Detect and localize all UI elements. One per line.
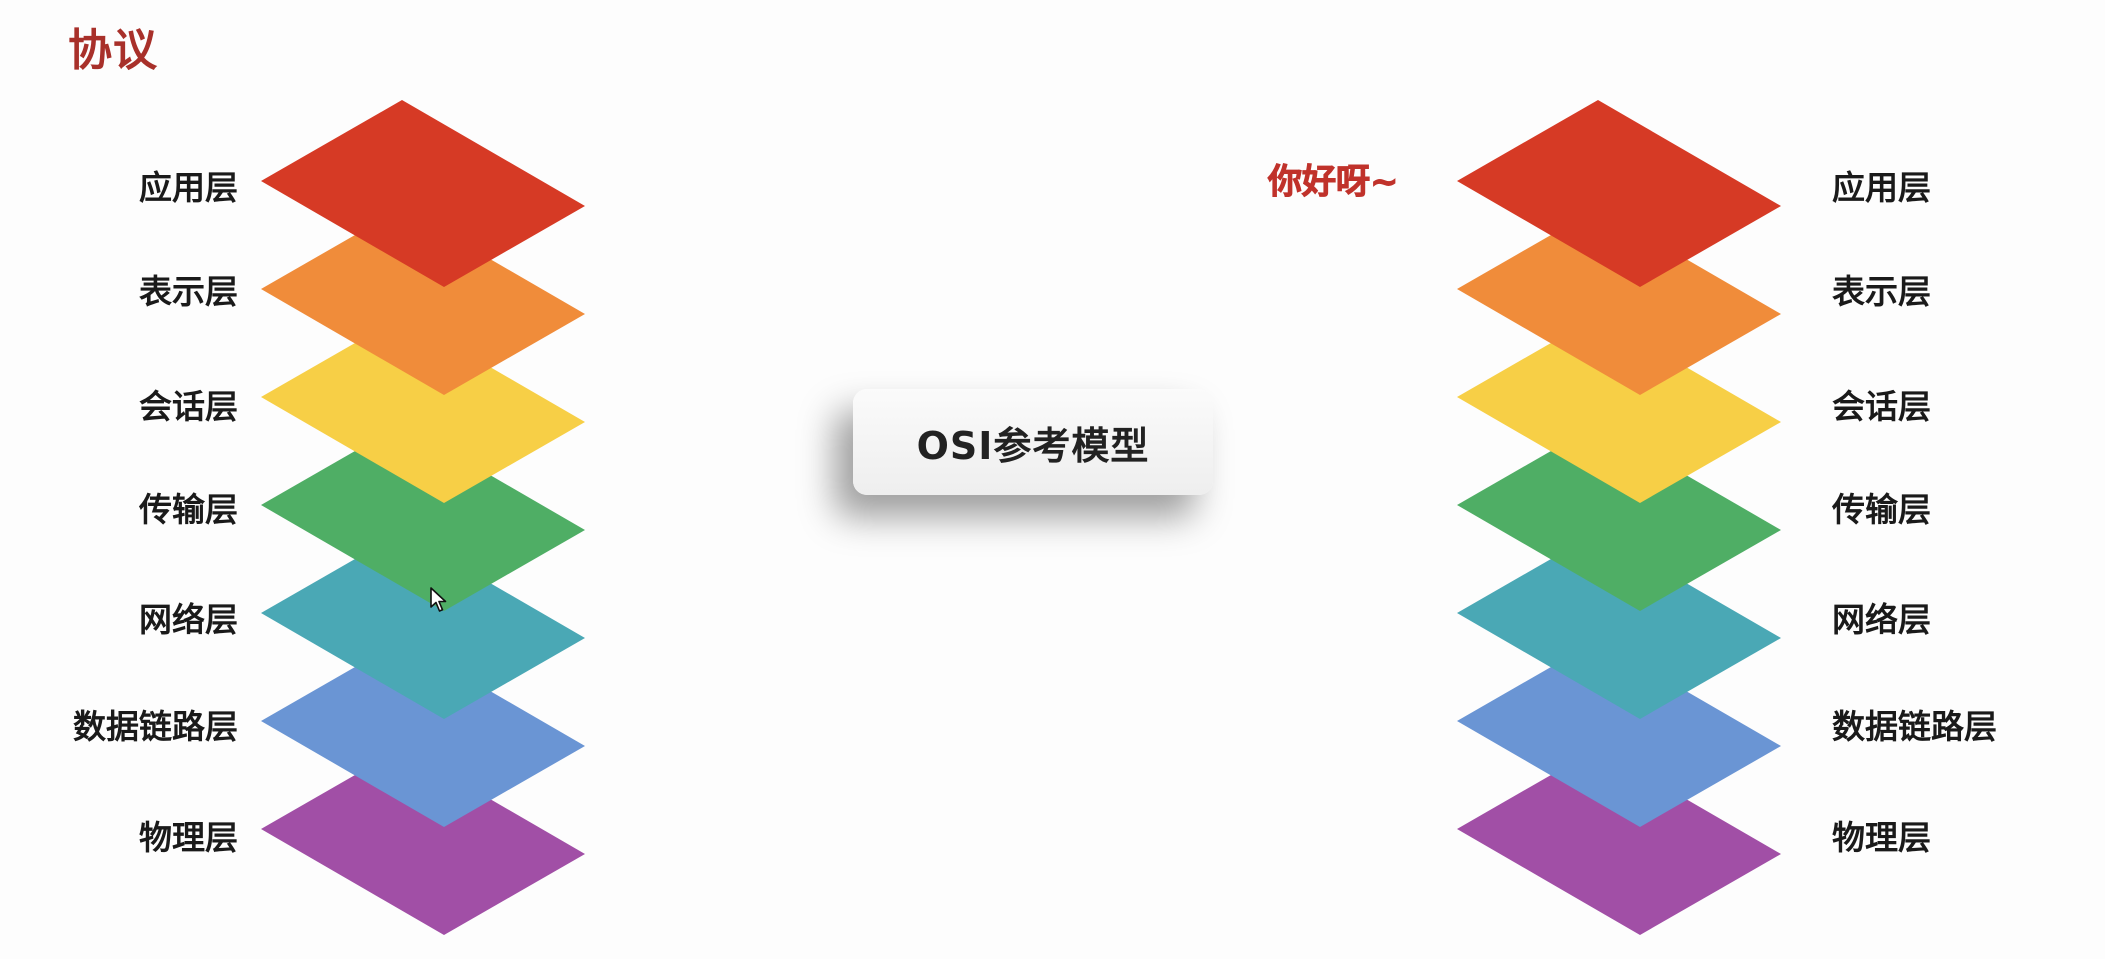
- layer-label-6: 数据链路层: [1832, 707, 1997, 746]
- page-title: 协议: [68, 25, 158, 76]
- layer-plate-6: [261, 640, 585, 827]
- layer-label-5: 网络层: [1832, 600, 1931, 639]
- layer-label-1: 应用层: [1832, 168, 1931, 207]
- layer-label-7: 物理层: [1832, 818, 1931, 857]
- layer-plate-7: [261, 748, 585, 935]
- layer-plate-2: [1457, 208, 1781, 395]
- layer-label-3: 会话层: [1832, 387, 1931, 426]
- layer-plate-2: [261, 208, 585, 395]
- layer-plate-1: [1457, 100, 1781, 287]
- osi-model-card[interactable]: OSI参考模型: [853, 389, 1213, 495]
- layer-label-1: 应用层: [139, 168, 238, 207]
- layer-plate-4: [1457, 424, 1781, 611]
- greeting-text: 你好呀~: [1268, 162, 1399, 203]
- layer-label-6: 数据链路层: [73, 707, 238, 746]
- layer-plate-3: [261, 316, 585, 503]
- layer-plate-3: [1457, 316, 1781, 503]
- layer-plate-5: [261, 532, 585, 719]
- layer-plate-1: [261, 100, 585, 287]
- layer-label-2: 表示层: [1832, 272, 1931, 311]
- layer-label-3: 会话层: [139, 387, 238, 426]
- layer-label-4: 传输层: [1832, 490, 1931, 529]
- osi-model-card-label: OSI参考模型: [916, 423, 1150, 468]
- layer-plate-7: [1457, 748, 1781, 935]
- layer-plate-6: [1457, 640, 1781, 827]
- layer-label-7: 物理层: [139, 818, 238, 857]
- layer-plate-4: [261, 424, 585, 611]
- left-osi-layer-stack: [261, 100, 585, 935]
- layer-label-4: 传输层: [139, 490, 238, 529]
- layer-label-5: 网络层: [139, 600, 238, 639]
- layer-label-2: 表示层: [139, 272, 238, 311]
- layer-plate-5: [1457, 532, 1781, 719]
- mouse-pointer-icon: [430, 587, 447, 612]
